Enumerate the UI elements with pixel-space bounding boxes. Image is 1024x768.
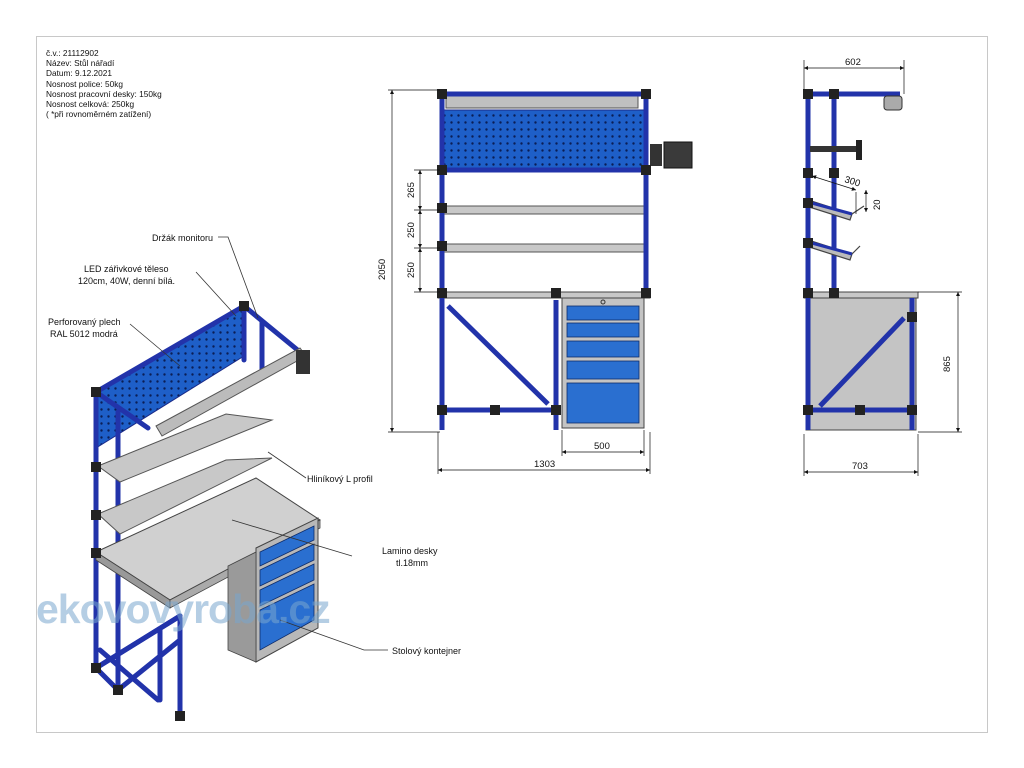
front-dimension-lines xyxy=(388,89,651,474)
front-shelf-lower xyxy=(441,243,647,253)
front-desk-top xyxy=(437,291,651,299)
label-l-profile: Hliníkový L profil xyxy=(307,474,373,484)
label-led-line2: 120cm, 40W, denní bílá. xyxy=(78,276,175,286)
front-shelf-upper xyxy=(441,205,647,215)
iso-leaders xyxy=(129,236,388,651)
label-container: Stolový kontejner xyxy=(392,646,461,656)
iso-joints xyxy=(91,301,249,721)
label-perforated-line2: RAL 5012 modrá xyxy=(50,329,118,339)
info-name: Název: Stůl nářadí xyxy=(46,58,115,69)
dim-shelf-tilt: 20 xyxy=(872,199,883,210)
front-view xyxy=(437,89,693,430)
dim-height-total: 2050 xyxy=(377,259,388,280)
side-frame xyxy=(805,91,915,430)
isometric-view xyxy=(91,301,321,721)
front-container-drawers xyxy=(566,305,640,424)
iso-monitor-holder xyxy=(296,350,310,374)
side-monitor-arm xyxy=(810,146,862,152)
info-shelf-load: Nosnost police: 50kg xyxy=(46,78,124,89)
label-perforated-line1: Perforovaný plech xyxy=(48,317,121,327)
dim-width-total: 1303 xyxy=(534,459,555,470)
label-desk-line1: Lamino desky xyxy=(382,546,438,556)
side-joints xyxy=(803,89,917,415)
dim-265: 265 xyxy=(406,182,417,198)
info-block: č.v.: 21112902 Název: Stůl nářadí Datum:… xyxy=(46,48,162,119)
label-desk-line2: tl.18mm xyxy=(396,558,428,568)
front-perforated-panel xyxy=(441,109,647,169)
side-dimension-lines xyxy=(803,60,962,476)
watermark: ekovovyroba.cz xyxy=(36,586,331,632)
dim-shelf-depth: 300 xyxy=(843,174,861,189)
dim-250b: 250 xyxy=(406,262,417,278)
dim-depth-total: 703 xyxy=(852,461,868,472)
drawing-sheet-border xyxy=(36,36,988,733)
iso-shelf-lower xyxy=(97,457,273,535)
side-desk-top xyxy=(803,291,919,299)
dim-desk-height: 865 xyxy=(942,356,953,372)
info-desk-load: Nosnost pracovní desky: 150kg xyxy=(46,88,162,99)
iso-container-drawers xyxy=(259,525,315,651)
label-monitor-holder: Držák monitoru xyxy=(152,233,213,243)
iso-shelf-upper xyxy=(96,413,274,483)
dim-container-width: 500 xyxy=(594,441,610,452)
dim-top-width: 602 xyxy=(845,57,861,68)
info-date: Datum: 9.12.2021 xyxy=(46,68,112,79)
front-joints xyxy=(437,89,651,415)
info-note: ( *při rovnoměrném zatížení) xyxy=(46,109,152,120)
side-lamp xyxy=(883,95,903,111)
front-led-light xyxy=(445,95,639,109)
label-led-line1: LED zářivkové těleso xyxy=(84,264,169,274)
dim-250a: 250 xyxy=(406,222,417,238)
info-total-load: Nosnost celková: 250kg xyxy=(46,99,135,110)
front-monitor-holder xyxy=(663,141,693,169)
info-cv: č.v.: 21112902 xyxy=(46,48,99,58)
side-view xyxy=(803,89,919,431)
